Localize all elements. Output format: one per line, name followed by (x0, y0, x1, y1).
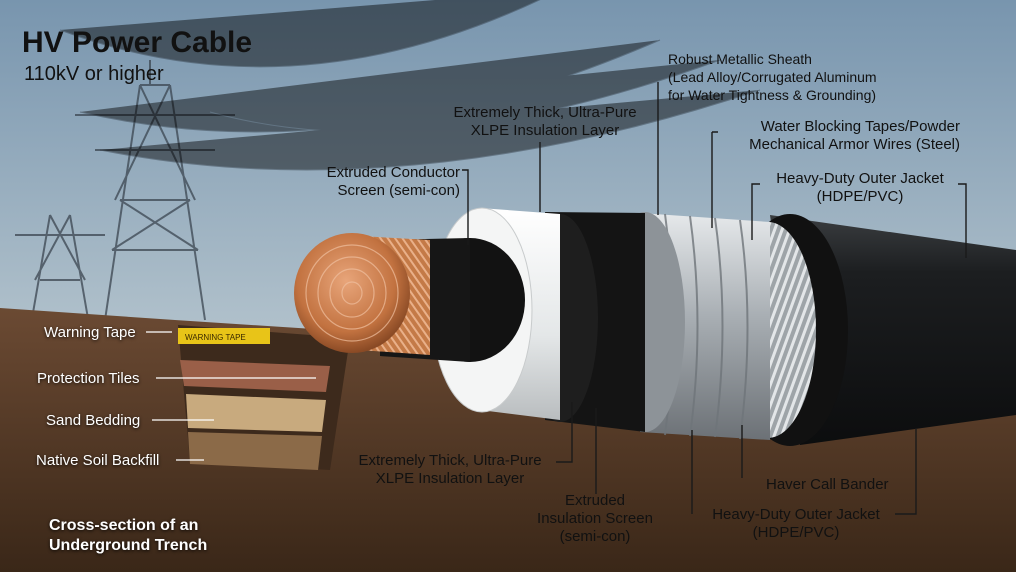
xlpe-bottom-line-2: XLPE Insulation Layer (375, 470, 525, 487)
protection-tiles (180, 360, 330, 392)
leader-lines (146, 82, 967, 515)
label-metallic-sheath: Robust Metallic Sheath (Lead Alloy/Corru… (668, 50, 877, 104)
conductor-screen-line-1: Extruded Conductor (326, 164, 460, 181)
page-subtitle: 110kV or higher (24, 63, 164, 85)
pylons (15, 60, 235, 331)
conductor-screen-line-2: Screen (semi-con) (337, 182, 460, 199)
page-title: HV Power Cable (22, 26, 253, 59)
water-blocking-line-1: Water Blocking Tapes/Powder (760, 118, 960, 135)
insulation-screen-line-2: Insulation Screen (537, 510, 653, 527)
xlpe-top-line-2: XLPE Insulation Layer (470, 122, 620, 139)
power-lines (59, 0, 761, 171)
native-soil-backfill (188, 432, 322, 470)
label-outer-jacket-top: Heavy-Duty Outer Jacket (HDPE/PVC) (760, 170, 960, 206)
outer-jacket-bottom-line-2: (HDPE/PVC) (752, 524, 840, 541)
cable (294, 207, 1016, 446)
trench-caption: Cross-section of an Underground Trench (49, 516, 207, 556)
metallic-sheath-line-3: for Water Tightness & Grounding) (668, 87, 877, 103)
label-protection-tiles: Protection Tiles (37, 370, 140, 387)
xlpe-bottom-line-1: Extremely Thick, Ultra-Pure (358, 452, 542, 469)
label-conductor-screen: Extruded Conductor Screen (semi-con) (300, 164, 460, 200)
xlpe-top-line-1: Extremely Thick, Ultra-Pure (453, 104, 637, 121)
insulation-screen-line-3: (semi-con) (559, 528, 631, 545)
label-xlpe-top: Extremely Thick, Ultra-Pure XLPE Insulat… (430, 104, 660, 140)
outer-jacket-top-line-2: (HDPE/PVC) (816, 188, 904, 205)
label-xlpe-bottom: Extremely Thick, Ultra-Pure XLPE Insulat… (340, 452, 560, 488)
label-insulation-screen: Extruded Insulation Screen (semi-con) (520, 492, 670, 546)
metallic-sheath-line-2: (Lead Alloy/Corrugated Aluminum (668, 69, 877, 85)
label-outer-jacket-bottom: Heavy-Duty Outer Jacket (HDPE/PVC) (696, 506, 896, 542)
outer-jacket-top-line-1: Heavy-Duty Outer Jacket (776, 170, 944, 187)
copper-conductor (294, 233, 410, 353)
label-native-soil-backfill: Native Soil Backfill (36, 452, 160, 469)
trench-caption-line-2: Underground Trench (49, 537, 208, 554)
trench-caption-line-1: Cross-section of an (49, 517, 199, 534)
insulation-screen-line-1: Extruded (564, 492, 626, 509)
label-warning-tape: Warning Tape (44, 324, 136, 341)
outer-jacket-bottom-line-1: Heavy-Duty Outer Jacket (712, 506, 880, 523)
warning-tape-print: WARNING TAPE (185, 333, 246, 342)
warning-tape-strip (178, 328, 270, 344)
label-haver-call-bander: Haver Call Bander (766, 476, 889, 493)
water-blocking-line-2: Mechanical Armor Wires (Steel) (749, 136, 960, 153)
metallic-sheath-line-1: Robust Metallic Sheath (668, 51, 812, 67)
sand-bedding (186, 394, 326, 432)
label-sand-bedding: Sand Bedding (46, 412, 141, 429)
label-water-blocking: Water Blocking Tapes/Powder Mechanical A… (700, 118, 960, 154)
